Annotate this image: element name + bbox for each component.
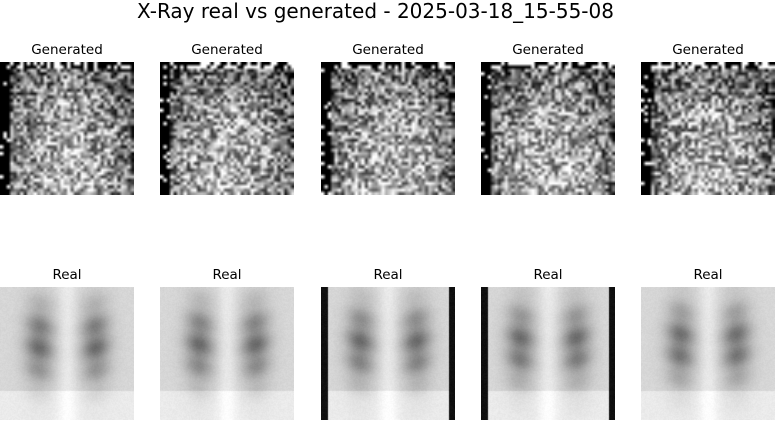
panel-title: Real xyxy=(52,267,82,283)
generated-image xyxy=(481,62,615,195)
panel-title: Real xyxy=(373,267,403,283)
generated-image xyxy=(641,62,775,195)
panel-title: Real xyxy=(533,267,563,283)
real-xray-image xyxy=(0,287,134,420)
panel-title: Generated xyxy=(31,42,103,58)
panel-title: Generated xyxy=(512,42,584,58)
panel-title: Real xyxy=(693,267,723,283)
real-xray-image xyxy=(641,287,775,420)
real-xray-image xyxy=(160,287,294,420)
real-xray-image xyxy=(481,287,615,420)
panel-title: Generated xyxy=(352,42,424,58)
panel-title: Generated xyxy=(672,42,744,58)
panel-title: Real xyxy=(212,267,242,283)
real-xray-image xyxy=(321,287,455,420)
generated-image xyxy=(321,62,455,195)
generated-image xyxy=(0,62,134,195)
generated-image xyxy=(160,62,294,195)
figure-title: X-Ray real vs generated - 2025-03-18_15-… xyxy=(137,0,614,23)
panel-title: Generated xyxy=(191,42,263,58)
